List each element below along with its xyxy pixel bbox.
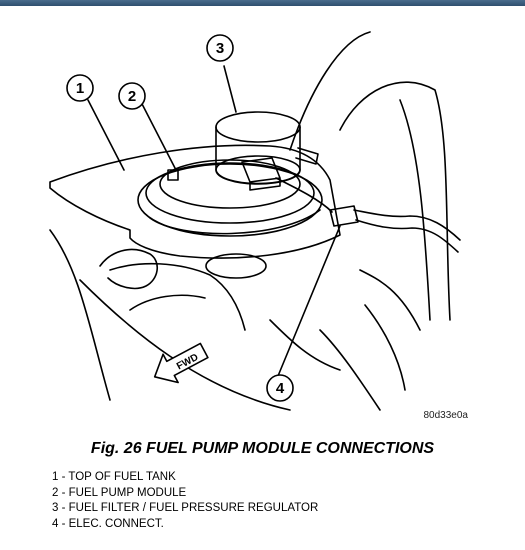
callout-2: 2: [128, 88, 136, 105]
leader-4: [277, 225, 341, 377]
canister-top: [215, 111, 301, 143]
fwd-arrow: FWD: [153, 342, 209, 384]
callout-4: 4: [276, 380, 285, 397]
line-drawing: 1 2 3 4 FWD: [49, 31, 461, 411]
legend-item-3: 3 - FUEL FILTER / FUEL PRESSURE REGULATO…: [52, 502, 319, 514]
harness-plug: [329, 205, 359, 227]
legend-item-1: 1 - TOP OF FUEL TANK: [52, 471, 176, 483]
window-title-bar: [0, 0, 525, 6]
callout-markers: [66, 34, 294, 402]
legend-item-2: 2 - FUEL PUMP MODULE: [52, 486, 187, 499]
legend-list: 1 - TOP OF FUEL TANK 2 - FUEL PUMP MODUL…: [52, 470, 318, 532]
module-nub: [167, 169, 179, 181]
leader-3: [223, 65, 237, 113]
tank-lower: [109, 262, 246, 331]
harness-wires: [353, 209, 461, 253]
fuel-pump-illustration: 1 2 3 4 FWD: [40, 30, 475, 420]
leader-1: [87, 99, 125, 171]
leader-2: [139, 99, 177, 171]
legend-item-4: 4 - ELEC. CONNECT.: [52, 517, 164, 530]
body-panel-right: [289, 31, 451, 321]
canister-connector: [241, 157, 281, 191]
callout-3: 3: [216, 40, 224, 57]
tank-top-outline: [49, 144, 341, 259]
figure-code: 80d33e0a: [423, 410, 469, 421]
callout-1: 1: [76, 80, 84, 97]
module-flange: [137, 163, 323, 237]
tank-strap: [49, 229, 291, 411]
figure-caption: Fig. 26 FUEL PUMP MODULE CONNECTIONS: [90, 440, 435, 457]
body-rail: [319, 269, 421, 411]
access-cover: [205, 253, 267, 279]
